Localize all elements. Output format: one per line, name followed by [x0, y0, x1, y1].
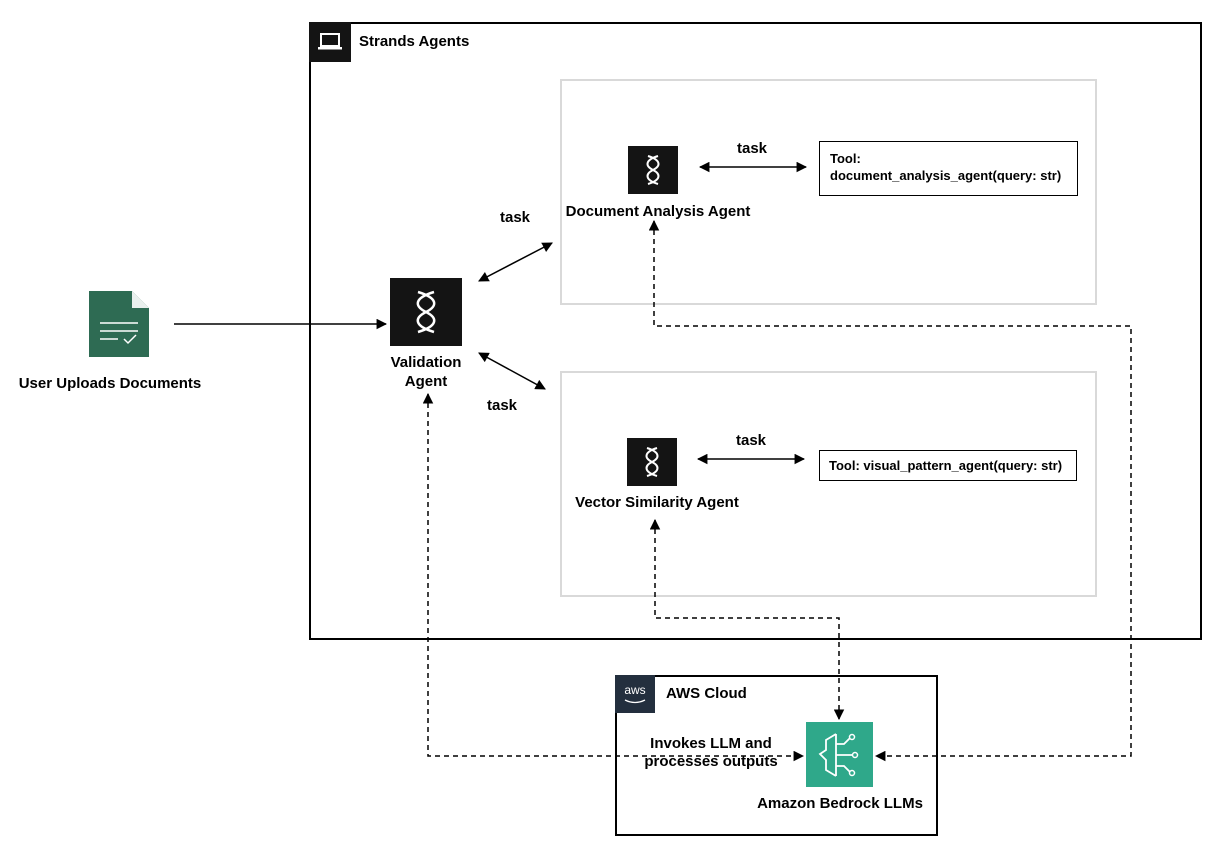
validation-bedrock-dashed-link	[422, 392, 805, 762]
validation-agent-label-line1: Validation	[390, 354, 462, 371]
document-tool-signature: document_analysis_agent(query: str)	[830, 168, 1062, 183]
validation-agent-label-line2: Agent	[404, 373, 448, 390]
user-uploads-documents-label: User Uploads Documents	[18, 375, 202, 392]
document-analysis-tool-box: Tool: document_analysis_agent(query: str…	[819, 141, 1078, 196]
document-task-label: task	[737, 140, 768, 157]
document-bedrock-dashed-link	[648, 219, 1132, 762]
visual-pattern-tool-signature: Tool: visual_pattern_agent(query: str)	[829, 458, 1063, 473]
laptop-icon	[309, 22, 351, 62]
strands-agent-icon	[628, 146, 678, 194]
validation-agent-label: Validation Agent	[376, 353, 476, 391]
strands-agent-icon	[390, 278, 462, 346]
document-analysis-agent-label: Document Analysis Agent	[565, 203, 751, 220]
validation-vector-task-arrow	[478, 352, 546, 390]
strands-agents-title: Strands Agents	[359, 33, 470, 50]
task-label-top: task	[500, 209, 531, 226]
document-check-icon	[88, 290, 150, 358]
bedrock-label: Amazon Bedrock LLMs	[757, 795, 923, 812]
vector-bedrock-dashed-link	[649, 518, 845, 721]
validation-document-task-arrow	[478, 242, 553, 282]
document-tool-title: Tool:	[830, 151, 861, 166]
